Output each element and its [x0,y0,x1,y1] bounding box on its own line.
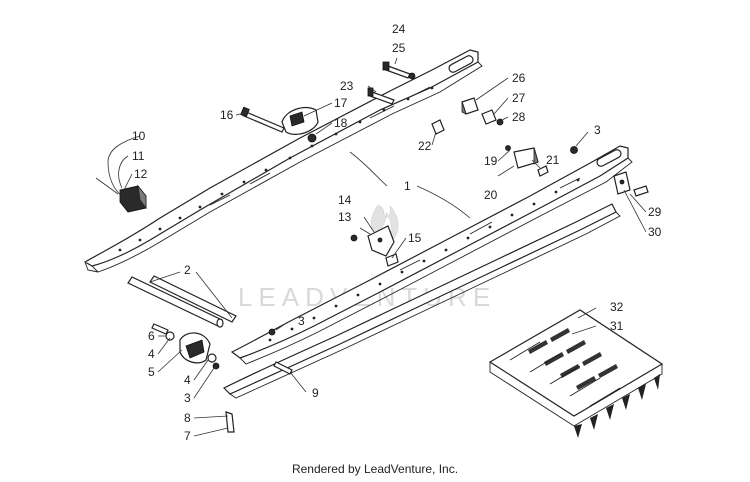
bolt-15 [385,253,399,267]
callout-32: 32 [610,300,624,314]
nut-3-lower [212,362,220,370]
spacer-22 [431,119,445,135]
callout-3-upper: 3 [594,123,601,137]
bolt-16 [240,106,285,133]
front-bumper-block-12 [119,184,147,213]
callout-29: 29 [648,205,662,219]
bolt-24 [382,61,411,79]
callout-14: 14 [338,193,352,207]
callout-5: 5 [148,365,155,379]
callout-28: 28 [512,110,526,124]
spacer-27 [481,109,497,125]
end-cap-5 [179,332,211,364]
callout-13: 13 [338,210,352,224]
callout-25: 25 [392,41,406,55]
block-20 [513,147,539,169]
callout-1: 1 [404,179,411,193]
footer-credit: Rendered by LeadVenture, Inc. [291,462,459,476]
callout-30: 30 [648,225,662,239]
callout-7: 7 [184,429,191,443]
bolt-8 [273,361,293,375]
washer-4-left [165,331,175,341]
callout-22: 22 [418,139,432,153]
leader-lines [95,57,647,437]
washer-19 [505,145,511,151]
rear-bracket-30 [613,171,631,195]
bolt-29 [633,185,649,197]
callout-31: 31 [610,319,624,333]
callout-24: 24 [392,22,406,36]
nut-3-mid [268,328,276,336]
stop-block-17 [281,107,319,135]
callout-3-mid: 3 [298,314,305,328]
callout-10: 10 [132,129,146,143]
left-slide-rail [83,49,483,273]
nut-13 [350,234,358,242]
callout-17: 17 [334,96,348,110]
washer-25 [408,72,416,80]
callout-11: 11 [132,149,145,163]
callout-labels: 1 2 3 3 3 4 4 5 6 7 8 9 10 11 12 13 14 1… [132,22,662,443]
block-26 [461,97,479,115]
nut-3-upper [570,146,578,154]
callout-19: 19 [484,154,498,168]
nut-18 [307,133,317,143]
callout-15: 15 [408,231,422,245]
mount-bracket-14 [367,225,395,257]
callout-27: 27 [512,91,526,105]
callout-3-lower: 3 [184,391,191,405]
callout-2: 2 [184,263,191,277]
cross-shaft-rear [149,275,237,323]
track-section [488,309,664,438]
wear-strip [222,203,621,399]
callout-9: 9 [312,386,319,400]
callout-12: 12 [134,167,148,181]
callout-8: 8 [184,411,191,425]
callout-20: 20 [484,188,498,202]
callout-16: 16 [220,108,234,122]
callout-18: 18 [334,116,348,130]
callout-4-bottom: 4 [184,373,191,387]
callout-23: 23 [340,79,354,93]
callout-6: 6 [148,329,155,343]
nut-28 [496,118,504,126]
callout-26: 26 [512,71,526,85]
cross-shaft-front [127,276,224,328]
bolt-21 [537,165,549,177]
callout-21: 21 [546,153,560,167]
screw-7 [225,411,235,433]
right-slide-rail [230,145,633,365]
washer-4-right [207,353,217,363]
callout-4-top: 4 [148,347,155,361]
